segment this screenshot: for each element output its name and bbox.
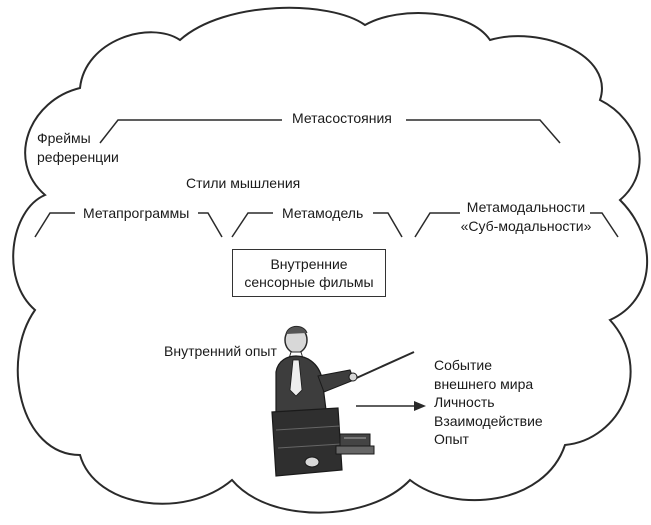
inner-films-line2: сенсорные фильмы	[244, 274, 374, 290]
inner-experience-label: Внутренний опыт	[164, 343, 277, 359]
external-item-interaction: Взаимодействие	[434, 412, 543, 429]
meta-model-bracket-right	[373, 212, 403, 238]
inner-sensory-films-box: Внутренние сенсорные фильмы	[232, 249, 386, 297]
meta-states-label: Метасостояния	[292, 110, 392, 126]
external-item-world: внешнего мира	[434, 375, 534, 392]
inner-films-line1: Внутренние	[270, 256, 348, 272]
meta-states-bracket-left	[99, 119, 282, 144]
pointer-stick	[351, 351, 415, 381]
meta-modalities-label-line2: «Суб-модальности»	[460, 218, 592, 234]
external-arrow-head	[414, 401, 426, 411]
frames-label-line1: Фреймы	[37, 130, 91, 146]
meta-model-bracket-left	[231, 212, 273, 238]
meta-programs-bracket-right	[198, 212, 223, 238]
meta-modalities-bracket-right	[590, 212, 619, 238]
external-item-person: Личность	[434, 394, 495, 410]
meta-programs-bracket-left	[34, 212, 75, 238]
thinking-styles-label: Стили мышления	[186, 175, 301, 191]
meta-modalities-label-line1: Метамодальности	[466, 199, 586, 215]
external-item-experience: Опыт	[434, 431, 469, 447]
meta-programs-label: Метапрограммы	[83, 205, 190, 221]
meta-model-label: Метамодель	[282, 205, 364, 221]
meta-modalities-bracket-left	[414, 212, 460, 238]
external-world-list: Событие внешнего мира Личность Взаимодей…	[434, 356, 543, 449]
meta-states-bracket-right	[406, 119, 561, 144]
external-item-event: Событие	[434, 357, 492, 373]
cloud-outline	[12, 6, 649, 514]
presenter-figure	[271, 325, 375, 477]
frames-label-line2: референции	[37, 149, 119, 165]
